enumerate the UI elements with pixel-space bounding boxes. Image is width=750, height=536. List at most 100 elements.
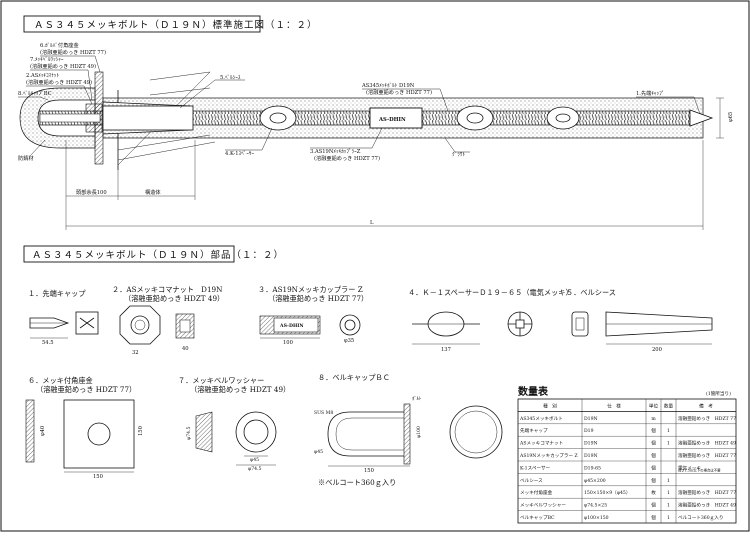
table-cell: メッキベルワッシャー [520, 503, 566, 509]
table-cell: K-1スペーサー [520, 465, 551, 471]
part-7-label: ７．メッキベルワッシャー [178, 376, 264, 385]
section-2-title: ＡＳ３４５メッキボルト（Ｄ１９Ｎ）部品（１：２） [32, 249, 284, 261]
table-unit: (1箇所当り) [706, 390, 731, 397]
table-cell: φ74.5×25 [584, 503, 607, 509]
table-header-cell: 備 考 [699, 402, 713, 409]
callout-bell-washer: 7.ﾒｯｷﾍﾞﾙﾜｯｼｬｰ [30, 56, 64, 63]
table-row-note: 長さ1.5m以下の場合は不要 [678, 468, 721, 473]
table-cell: 個 [651, 427, 656, 434]
section-2-title-frame: ＡＳ３４５メッキボルト（Ｄ１９Ｎ）部品（１：２） [23, 245, 284, 263]
table-cell: 溶融亜鉛めっき HDZT 77 [678, 415, 736, 422]
table-cell: D19N [584, 453, 598, 459]
part-2-nut: ２．ASメッキコマナット D19N （溶融亜鉛めっき HDZT 49） 32 4… [112, 285, 224, 356]
callout-bell-washer-sub: (溶融亜鉛めっき HDZT 49) [30, 62, 96, 70]
table-cell: 電気メッキ [678, 464, 701, 471]
part-5-dim: 200 [652, 347, 662, 353]
table-cell: D19N [584, 441, 598, 447]
part-7-sublabel: （溶融亜鉛めっき HDZT 49） [190, 385, 290, 394]
table-header-cell: 単位 [649, 402, 659, 409]
callout-bell-cap: 8.ﾍﾞﾙｷｬｯﾌﾟBC [18, 89, 52, 97]
callout-bolt: AS345ﾒｯｷﾎﾞﾙﾄ D19N [361, 82, 415, 89]
bore-diameter-dimension: φ65 [716, 97, 734, 139]
part-8-label: ８．ベルキャップＢＣ [318, 373, 390, 382]
coupler-brand-label: AS-DHIN [378, 117, 406, 123]
table-cell: D19N [584, 416, 598, 422]
callouts-section-1: 6.ｶﾞﾙﾊﾞ付角座金 (溶融亜鉛めっき HDZT 77) 7.ﾒｯｷﾍﾞﾙﾜｯ… [18, 41, 701, 162]
table-cell: 個 [651, 514, 656, 521]
bore-diameter-label: φ65 [728, 112, 734, 122]
part-1-dim: 54.5 [42, 340, 54, 346]
part-4-label: ４．Ｋ－１スペーサーＤ１９－６５（電気メッキ） [408, 288, 573, 297]
table-cell: 1 [667, 441, 670, 447]
table-cell: 枚 [651, 489, 656, 496]
part-2-sublabel: （溶融亜鉛めっき HDZT 49） [124, 294, 224, 303]
part-2-dim-1: 32 [132, 350, 139, 356]
table-title: 数量表 [518, 385, 549, 398]
callout-bell-sheath: 5.ﾍﾞﾙｼｰｽ [220, 74, 241, 81]
part-5-bell-sheath: ５．ベルシース 200 [566, 288, 713, 353]
part-6-label: ６．メッキ付角座金 [28, 376, 93, 385]
callout-tip-cap: 1.先端ｷｬｯﾌﾟ [636, 89, 664, 97]
part-3-dim-1: 100 [283, 340, 293, 346]
callout-spacer: 4.K-1ｽﾍﾟｰｻｰ [225, 149, 254, 157]
callout-square-washer-sub: (溶融亜鉛めっき HDZT 77) [40, 48, 106, 56]
part-3-coupler: ３．AS19Nメッキカップラー Z （溶融亜鉛めっき HDZT 77） AS-D… [258, 285, 368, 346]
callout-nut: 2.ASﾒｯｷｺﾏﾅｯﾄ [26, 72, 59, 79]
callout-nut-sub: (溶融亜鉛めっき HDZT 49) [26, 78, 92, 86]
bolt-head-end [39, 113, 101, 123]
table-cell: 1 [667, 490, 670, 496]
table-cell: 溶融亜鉛めっき HDZT 77 [678, 452, 736, 459]
table-cell: 1 [667, 478, 670, 484]
part-7-bell-washer: ７．メッキベルワッシャー （溶融亜鉛めっき HDZT 49） φ74.5 φ45… [178, 376, 290, 472]
table-cell: 個 [651, 440, 656, 447]
callout-coupler: 3.AS19NﾒｯｷｶｯﾌﾟﾗｰZ [310, 147, 361, 155]
section-1-title-frame: ＡＳ３４５メッキボルト（Ｄ１９Ｎ）標準施工図（１：２） [23, 15, 318, 33]
table-cell: AS19Nメッキカップラー Z [519, 453, 579, 459]
table-header-cell: 数量 [664, 402, 674, 409]
part-5-label: ５．ベルシース [566, 288, 616, 297]
dim-structure: 構造体 [145, 188, 161, 196]
part-3-dim-2: φ35 [344, 338, 354, 344]
part-6-dim-height: 150 [138, 426, 144, 436]
table-cell: 150×150×9（φ45） [584, 490, 630, 496]
part-8-bolt-note: ﾎﾞﾙﾄ [412, 395, 421, 402]
table-cell: 個 [651, 502, 656, 509]
part-6-square-washer: ６．メッキ付角座金 （溶融亜鉛めっき HDZT 77） 150 150 φ40 [25, 376, 144, 480]
tip-cap [689, 109, 714, 127]
table-cell: φ45×200 [584, 478, 606, 484]
section-1-title: ＡＳ３４５メッキボルト（Ｄ１９Ｎ）標準施工図（１：２） [34, 19, 318, 31]
table-cell: AS345メッキボルト [519, 415, 563, 422]
table-cell: 1 [667, 515, 670, 521]
table-cell: 1 [667, 428, 670, 434]
table-cell: 個 [651, 464, 656, 471]
callout-coupler-sub: (溶融亜鉛めっき HDZT 77) [314, 154, 380, 162]
part-6-sublabel: （溶融亜鉛めっき HDZT 77） [36, 385, 136, 394]
spacer-1 [259, 105, 297, 131]
part-6-dim-width: 150 [93, 474, 103, 480]
table-cell: ベルコート360ｇ入り [678, 515, 723, 521]
part-7-dim-3: φ74.5 [248, 466, 262, 472]
table-cell: 溶融亜鉛めっき HDZT 49 [678, 502, 736, 509]
part-1-tip-cap: １．先端キャップ 54.5 [28, 289, 99, 346]
part-8-bell-cap: ８．ベルキャップＢＣ SUS M8 φ45 ﾎﾞﾙﾄ 150 φ100 ※ベルコ… [314, 373, 503, 487]
table-cell: メッキ付角座金 [520, 489, 553, 496]
part-2-label: ２．ASメッキコマナット D19N [112, 285, 222, 294]
table-cell: φ100×150 [584, 515, 609, 521]
coupler: AS-DHIN [369, 107, 423, 129]
section-1-dimensions: 頭部余長100 構造体 L [65, 140, 704, 230]
table-header-cell: 種 別 [543, 402, 557, 409]
table-cell: 溶融亜鉛めっき HDZT 77 [678, 489, 736, 496]
table-cell: m [651, 417, 656, 422]
callout-grout: ｸﾞﾗｳﾄ [452, 151, 465, 158]
callout-bolt-sub: (溶融亜鉛めっき HDZT 77) [366, 88, 432, 96]
part-1-label: １．先端キャップ [28, 289, 86, 298]
part-3-sublabel: （溶融亜鉛めっき HDZT 77） [268, 294, 368, 303]
part-6-dim-hole: φ40 [40, 426, 46, 436]
table-cell: ベルキャップBC [520, 515, 555, 521]
part-4-dim: 137 [441, 347, 451, 353]
